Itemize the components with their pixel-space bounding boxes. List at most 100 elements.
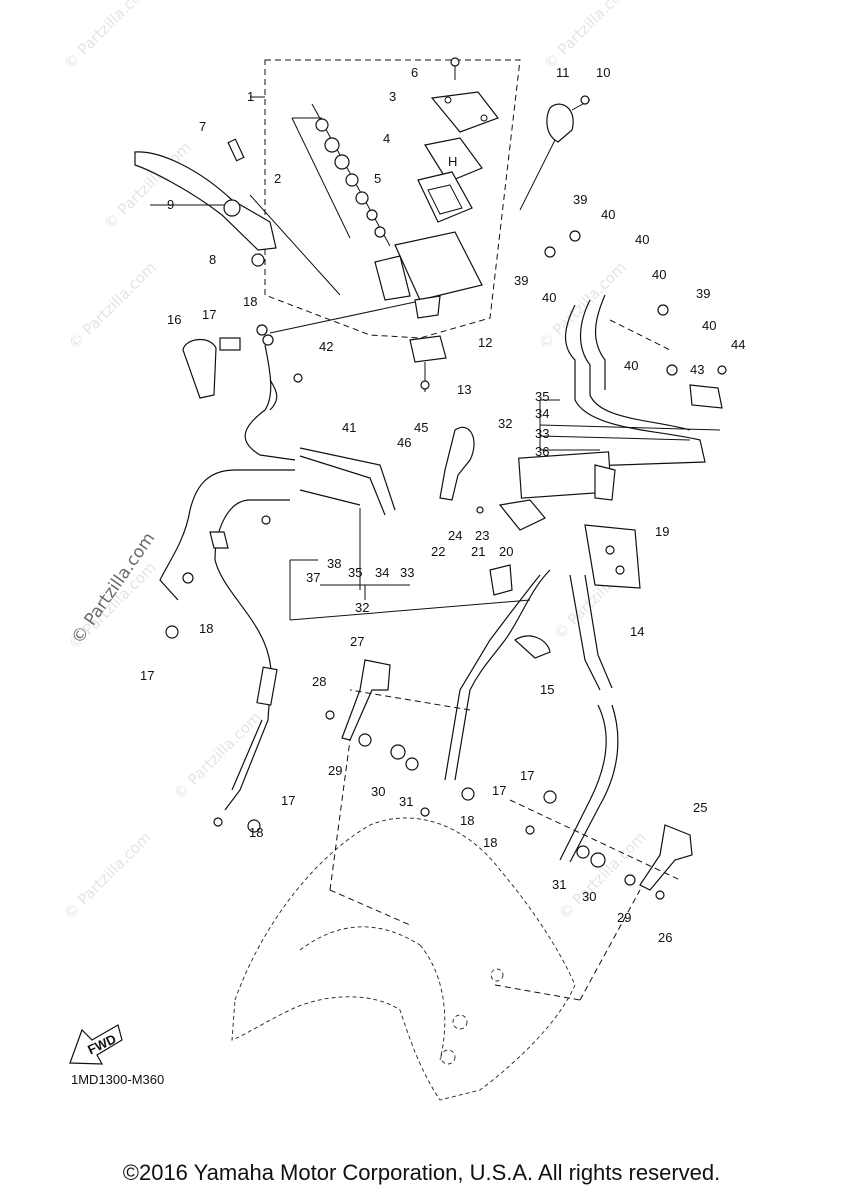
callout-labels: 1 2 3 4 5 6 7 8 9 10 11 12 13 14 15 16 1… — [140, 65, 745, 945]
cover-16 — [182, 301, 416, 399]
callout-32: 32 — [498, 416, 512, 431]
callout-46: 46 — [397, 435, 411, 450]
master-cylinder-body — [374, 231, 483, 319]
callout-21: 21 — [471, 544, 485, 559]
callout-39: 39 — [573, 192, 587, 207]
callout-31: 31 — [552, 877, 566, 892]
callout-26: 26 — [658, 930, 672, 945]
screw-6 — [450, 57, 460, 80]
callout-12: 12 — [478, 335, 492, 350]
callout-34: 34 — [375, 565, 389, 580]
watermark: © Partzilla.com — [540, 0, 635, 73]
callout-17: 17 — [202, 307, 216, 322]
callout-36: 36 — [535, 444, 549, 459]
callout-43: 43 — [690, 362, 704, 377]
callout-16: 16 — [167, 312, 181, 327]
callout-30: 30 — [582, 889, 596, 904]
callout-40: 40 — [542, 290, 556, 305]
watermark: © Partzilla.com — [60, 828, 155, 923]
brake-lever — [134, 138, 341, 296]
callout-33: 33 — [535, 426, 549, 441]
watermark: © Partzilla.com — [65, 258, 160, 353]
watermark: © Partzilla.com — [170, 708, 265, 803]
callout-33: 33 — [400, 565, 414, 580]
callout-6: 6 — [411, 65, 418, 80]
watermark: © Partzilla.com — [535, 258, 630, 353]
callout-5: 5 — [374, 171, 381, 186]
callout-18: 18 — [249, 825, 263, 840]
callout-40: 40 — [601, 207, 615, 222]
callout-17: 17 — [281, 793, 295, 808]
fwd-label: FWD — [85, 1031, 118, 1057]
callout-25: 25 — [693, 800, 707, 815]
callout-22: 22 — [431, 544, 445, 559]
brake-hose-left — [159, 344, 296, 811]
callout-18: 18 — [460, 813, 474, 828]
callout-29: 29 — [328, 763, 342, 778]
callout-8: 8 — [209, 252, 216, 267]
callout-40: 40 — [652, 267, 666, 282]
copyright-notice: ©2016 Yamaha Motor Corporation, U.S.A. A… — [122, 1160, 721, 1185]
callout-32: 32 — [355, 600, 369, 615]
reservoir-plate: H — [424, 137, 483, 183]
clamp-21 — [489, 564, 513, 596]
callout-42: 42 — [319, 339, 333, 354]
callout-45: 45 — [414, 420, 428, 435]
watermark-large: © Partzilla.com — [68, 529, 160, 648]
callout-15: 15 — [540, 682, 554, 697]
watermark: © Partzilla.com — [60, 0, 155, 73]
callout-40: 40 — [624, 358, 638, 373]
callout-10: 10 — [596, 65, 610, 80]
callout-11: 11 — [556, 65, 570, 80]
fwd-arrow-icon: FWD — [69, 1024, 123, 1065]
callout-35: 35 — [348, 565, 362, 580]
stay-27 — [341, 659, 391, 747]
callout-38: 38 — [327, 556, 341, 571]
callout-24: 24 — [448, 528, 462, 543]
brake-pipe-assy — [299, 294, 706, 516]
callout-40: 40 — [702, 318, 716, 333]
reservoir-mark: H — [448, 154, 457, 169]
callout-39: 39 — [514, 273, 528, 288]
bracket-45 — [439, 426, 475, 501]
callout-30: 30 — [371, 784, 385, 799]
callout-17: 17 — [520, 768, 534, 783]
piston-kit — [291, 103, 391, 247]
callout-7: 7 — [199, 119, 206, 134]
callout-18: 18 — [243, 294, 257, 309]
callout-19: 19 — [655, 524, 669, 539]
callout-18: 18 — [483, 835, 497, 850]
callout-28: 28 — [312, 674, 326, 689]
callout-29: 29 — [617, 910, 631, 925]
callout-2: 2 — [274, 171, 281, 186]
callout-13: 13 — [457, 382, 471, 397]
callout-9: 9 — [167, 197, 174, 212]
callout-1: 1 — [247, 89, 254, 104]
callout-40: 40 — [635, 232, 649, 247]
reservoir-cap — [430, 91, 499, 133]
callout-3: 3 — [389, 89, 396, 104]
grommets — [390, 744, 606, 868]
master-cylinder-box — [250, 59, 521, 339]
joint-19 — [584, 524, 641, 589]
holder-11 — [519, 95, 591, 211]
callout-4: 4 — [383, 131, 390, 146]
callout-27: 27 — [350, 634, 364, 649]
bolts — [165, 230, 727, 900]
callout-14: 14 — [630, 624, 644, 639]
front-fender — [231, 817, 576, 1101]
brake-switch-12 — [409, 335, 447, 392]
callout-39: 39 — [696, 286, 710, 301]
callout-18: 18 — [199, 621, 213, 636]
callout-34: 34 — [535, 406, 549, 421]
callout-31: 31 — [399, 794, 413, 809]
callout-20: 20 — [499, 544, 513, 559]
brake-hose-right — [444, 569, 619, 863]
callout-17: 17 — [492, 783, 506, 798]
callout-37: 37 — [306, 570, 320, 585]
callout-35: 35 — [535, 389, 549, 404]
callout-23: 23 — [475, 528, 489, 543]
callout-17: 17 — [140, 668, 154, 683]
diagram-code: 1MD1300-M360 — [71, 1072, 165, 1087]
